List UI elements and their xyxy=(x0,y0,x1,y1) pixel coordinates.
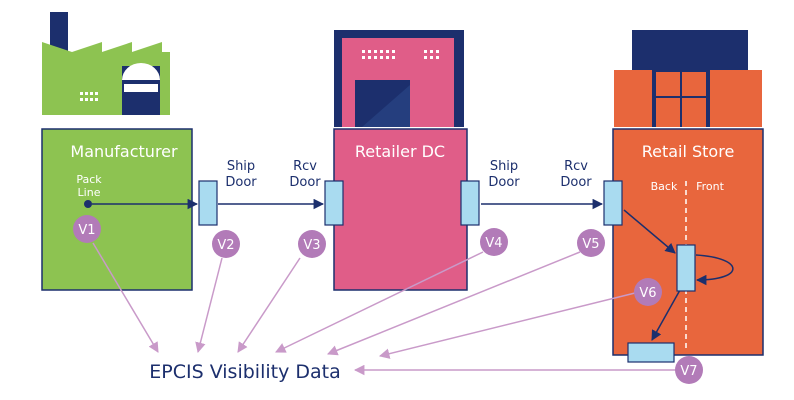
event-label-v1: V1 xyxy=(78,223,95,238)
flow-arrow-backroom-loop xyxy=(695,254,734,286)
ship-door-1-line1: Ship xyxy=(227,159,255,174)
event-badge-v1: V1 xyxy=(73,215,101,243)
event-arrow-v6 xyxy=(378,292,636,359)
event-label-v5: V5 xyxy=(582,237,599,252)
event-badge-v3: V3 xyxy=(298,230,326,258)
event-badge-v6: V6 xyxy=(634,278,662,306)
event-label-v4: V4 xyxy=(485,236,502,251)
event-arrow-v5 xyxy=(327,251,581,356)
event-arrow-v3 xyxy=(237,257,301,353)
event-badge-v4: V4 xyxy=(480,228,508,256)
pack-line-label-2: Line xyxy=(78,186,101,199)
ship-door-2-line2: Door xyxy=(488,175,520,190)
flow-arrow-backroom-to-shelf xyxy=(651,289,681,341)
rcv-door-1 xyxy=(324,180,344,226)
event-arrow-v4 xyxy=(275,251,484,353)
rcv-door-1-line1: Rcv xyxy=(293,159,317,174)
event-label-v2: V2 xyxy=(217,238,234,253)
front-label: Front xyxy=(696,180,725,193)
manufacturer-box xyxy=(41,128,193,291)
event-label-v6: V6 xyxy=(639,286,656,301)
manufacturer-title: Manufacturer xyxy=(70,142,178,161)
ship-door-1 xyxy=(198,180,218,226)
rcv-door-2-line2: Door xyxy=(560,175,592,190)
event-arrow-v2 xyxy=(195,257,223,354)
event-badge-v2: V2 xyxy=(212,230,240,258)
ship-door-1-line2: Door xyxy=(225,175,257,190)
pack-line-label-1: Pack xyxy=(76,173,102,186)
event-label-v7: V7 xyxy=(680,364,697,379)
backroom-reader xyxy=(676,244,696,292)
epcis-visibility-data-label: EPCIS Visibility Data xyxy=(149,361,340,383)
retailer-dc-title: Retailer DC xyxy=(355,142,445,161)
retail-store-title: Retail Store xyxy=(642,142,735,161)
shelf-reader xyxy=(627,342,675,363)
event-badge-v5: V5 xyxy=(577,229,605,257)
pack-line-dot xyxy=(84,200,92,208)
store-icon xyxy=(614,30,762,127)
back-label: Back xyxy=(651,180,678,193)
ship-door-2 xyxy=(460,180,480,226)
event-arrow-v1 xyxy=(92,242,159,353)
factory-icon xyxy=(42,12,170,115)
warehouse-icon xyxy=(334,30,464,127)
rcv-door-2-line1: Rcv xyxy=(564,159,588,174)
event-badge-v7: V7 xyxy=(675,356,703,384)
ship-door-2-line1: Ship xyxy=(490,159,518,174)
event-label-v3: V3 xyxy=(303,238,320,253)
rcv-door-1-line2: Door xyxy=(289,175,321,190)
retail-store-box xyxy=(612,128,764,356)
flow-arrow-rcv-to-backroom xyxy=(623,209,676,254)
rcv-door-2 xyxy=(603,180,623,226)
retailer-dc-box xyxy=(333,128,468,291)
